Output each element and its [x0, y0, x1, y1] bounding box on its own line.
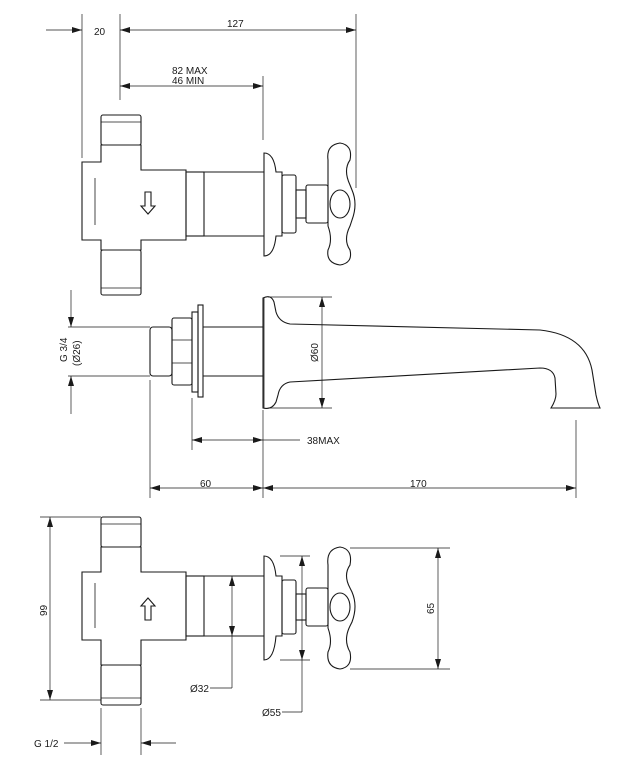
side-spout-view: [68, 296, 601, 409]
dim-valve-height: 99: [39, 604, 50, 616]
dim-inlet-diameter: (Ø26): [72, 340, 83, 366]
dim-top-offset: 20: [94, 27, 106, 38]
arrow-up-icon: [139, 597, 157, 621]
bottom-valve-view: [81, 516, 356, 706]
dim-outlet-thread: G 1/2: [34, 739, 59, 750]
dim-top-overall: 127: [227, 19, 244, 30]
dim-flange-max: 38MAX: [307, 436, 340, 447]
dim-depth-min: 46 MIN: [172, 76, 204, 87]
dim-top: [46, 14, 357, 188]
arrow-down-icon: [139, 191, 157, 215]
dim-inlet-thread: G 3/4: [59, 337, 70, 362]
dim-side: [68, 290, 577, 498]
dim-spout-flange: Ø60: [310, 343, 321, 362]
dim-body-depth: 60: [200, 479, 212, 490]
dim-bottom: [40, 516, 450, 755]
dim-spout-reach: 170: [410, 479, 427, 490]
dim-shank-diameter: Ø32: [190, 684, 209, 695]
dim-rosette-diameter: Ø55: [262, 708, 281, 719]
dim-depth-max: 82 MAX: [172, 66, 208, 77]
dim-handle-height: 65: [426, 602, 437, 614]
top-valve-view: [81, 114, 356, 296]
